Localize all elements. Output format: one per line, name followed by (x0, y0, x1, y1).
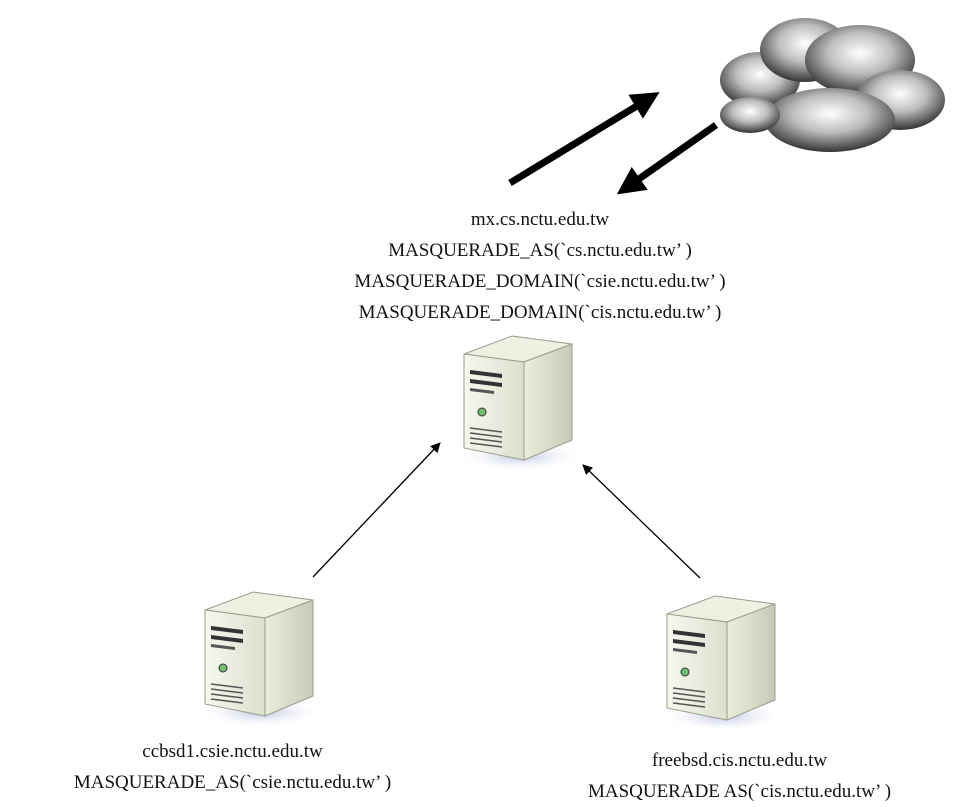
left-server-config-line: MASQUERADE_AS(`csie.nctu.edu.tw’ ) (73, 772, 392, 793)
right-to-main-arrow (582, 464, 701, 579)
left-server-label: ccbsd1.csie.nctu.edu.tw MASQUERADE_AS(`c… (0, 736, 465, 798)
right-server-label: freebsd.cis.nctu.edu.tw MASQUERADE AS(`c… (520, 745, 959, 807)
main-server-config-line: MASQUERADE_AS(`cs.nctu.edu.tw’ ) (388, 240, 692, 261)
left-to-main-arrow (312, 442, 441, 578)
right-server-icon (660, 595, 786, 733)
internet-cloud-icon (720, 18, 945, 152)
inbound-arrow (616, 122, 719, 195)
left-server-hostname: ccbsd1.csie.nctu.edu.tw (142, 741, 323, 762)
main-server-config-line: MASQUERADE_DOMAIN(`csie.nctu.edu.tw’ ) (354, 271, 726, 292)
main-server-hostname: mx.cs.nctu.edu.tw (470, 209, 610, 230)
right-server-config-line: MASQUERADE AS(`cis.nctu.edu.tw’ ) (587, 781, 892, 802)
outbound-arrow (508, 92, 660, 186)
left-server-icon (198, 591, 324, 729)
main-server-label: mx.cs.nctu.edu.tw MASQUERADE_AS(`cs.nctu… (280, 204, 800, 328)
right-server-hostname: freebsd.cis.nctu.edu.tw (651, 750, 828, 771)
main-server-icon (457, 335, 583, 473)
main-server-config-line: MASQUERADE_DOMAIN(`cis.nctu.edu.tw’ ) (358, 302, 722, 323)
